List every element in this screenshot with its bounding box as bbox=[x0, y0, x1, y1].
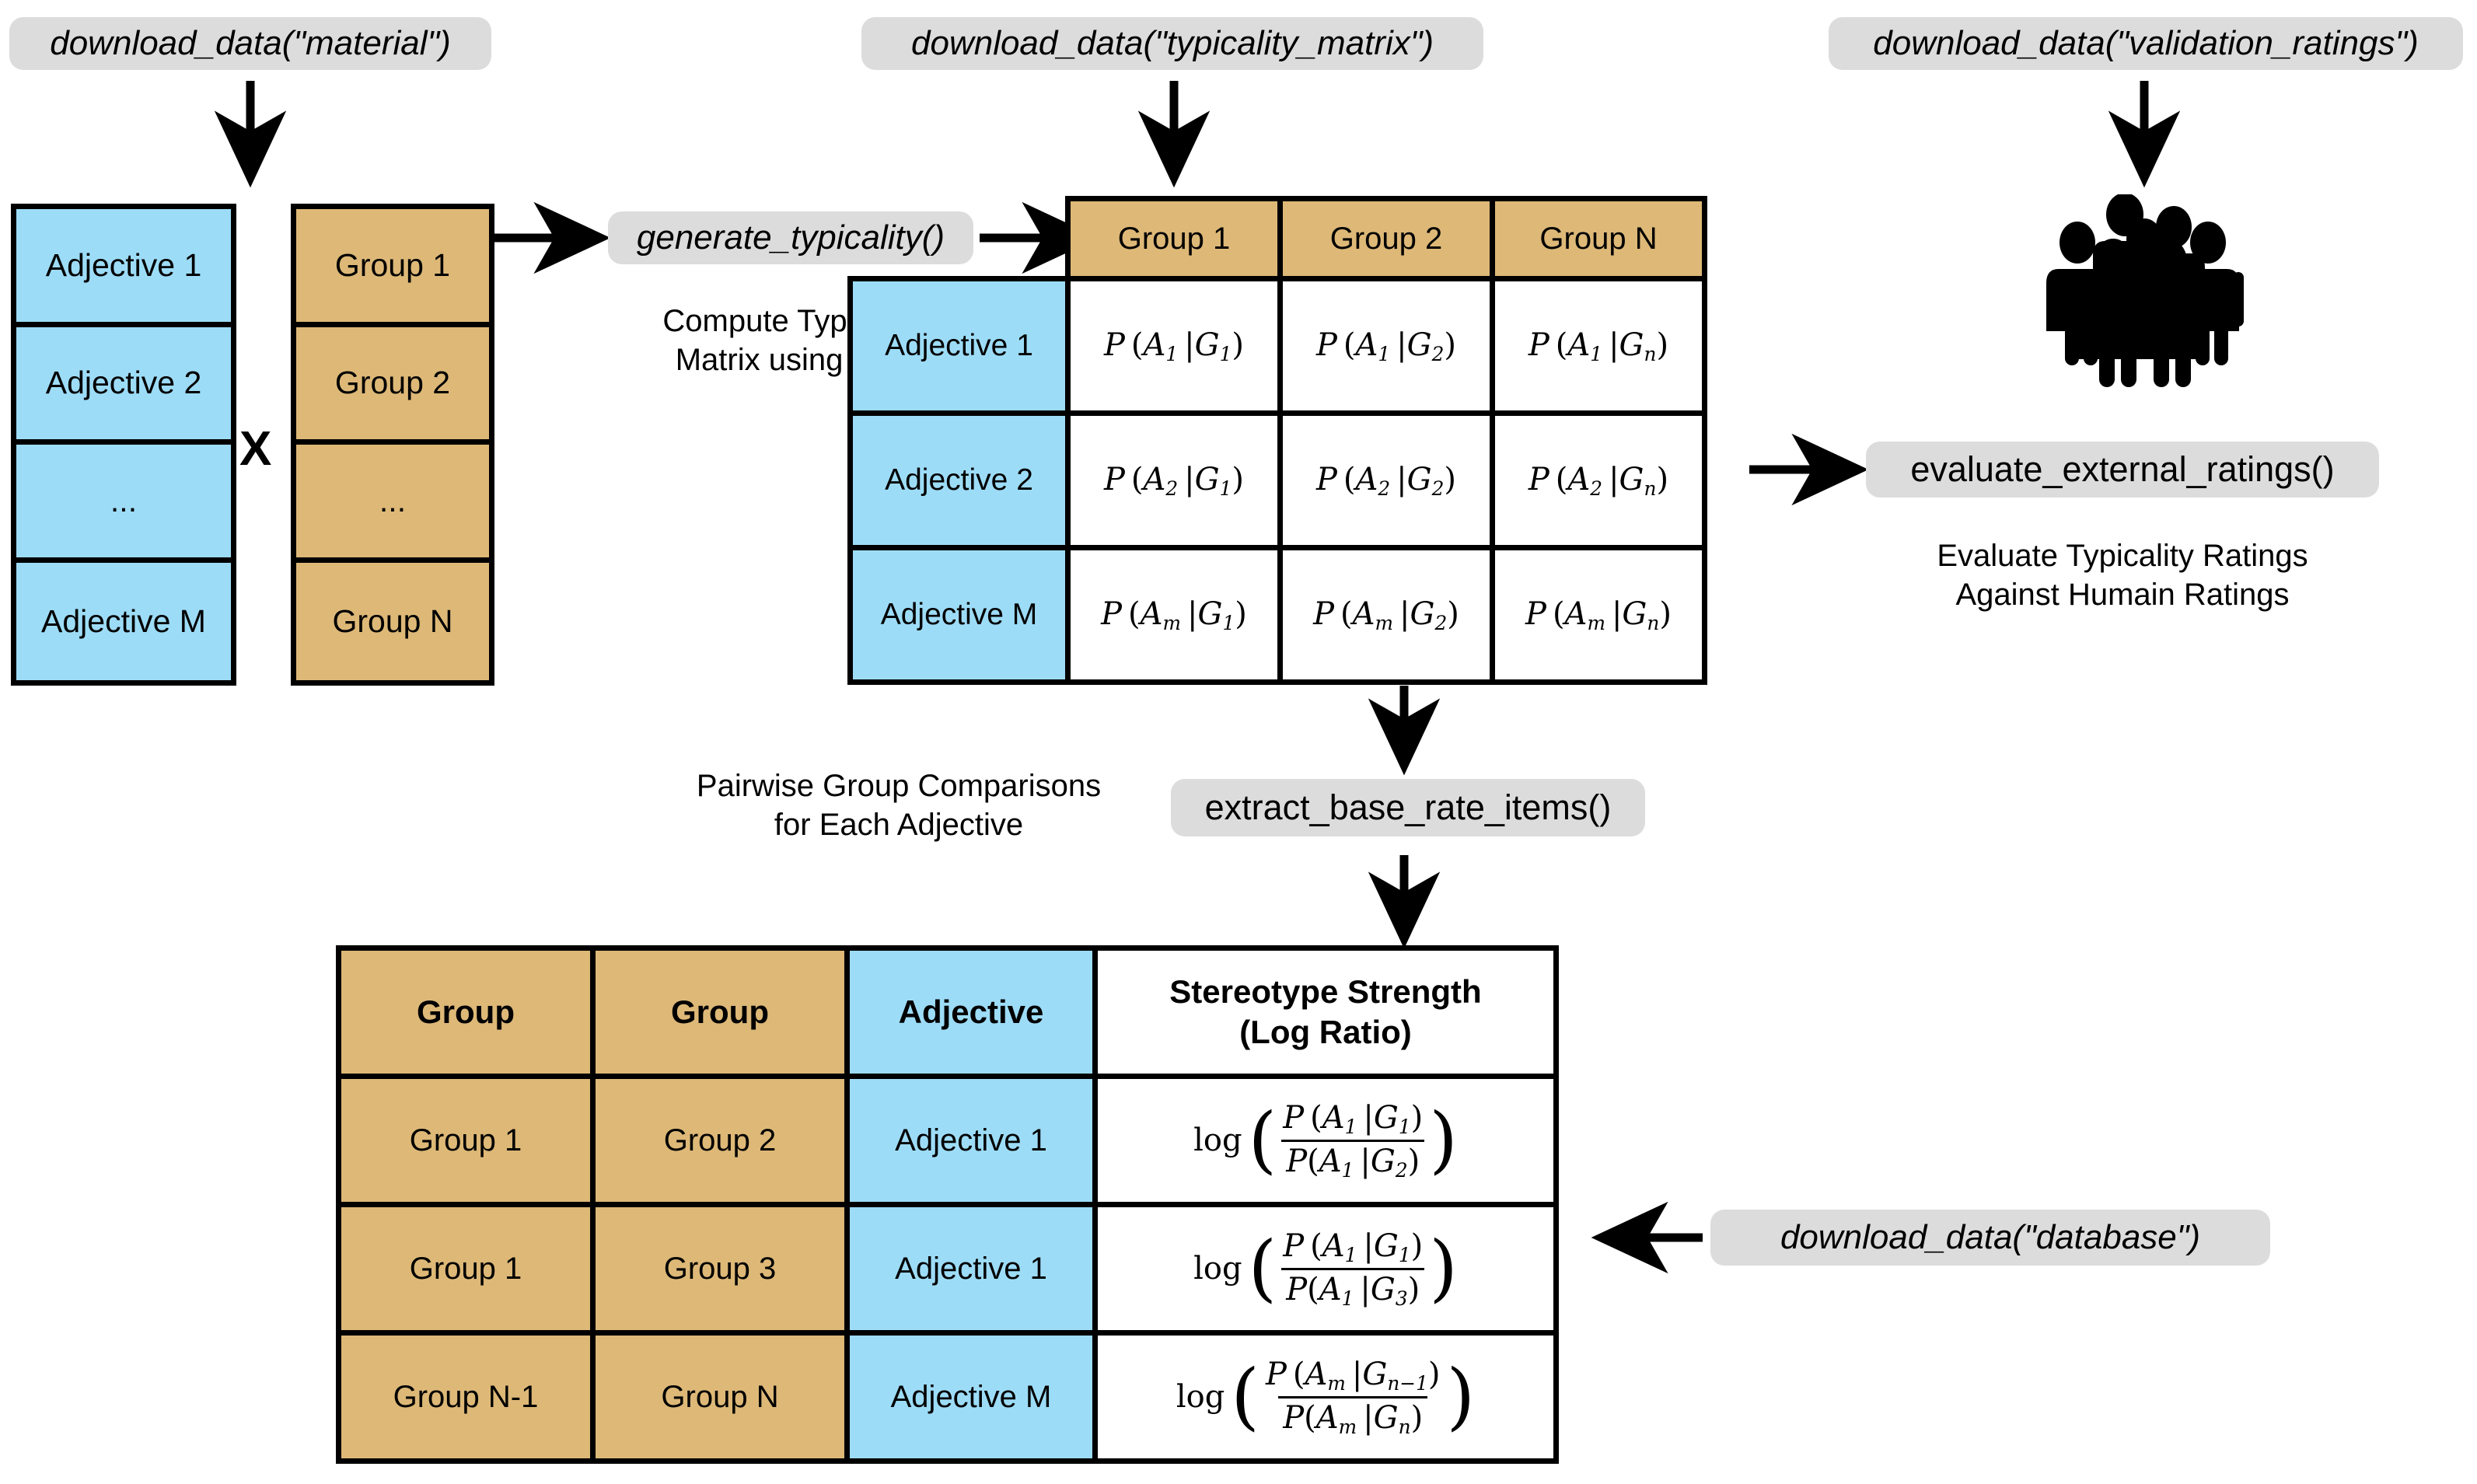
table-cell-formula: log ( P (A1 |G1) P(A1 |G2) ) bbox=[1092, 1074, 1559, 1207]
pill-download-typicality-matrix[interactable]: download_data("typicality_matrix") bbox=[861, 17, 1483, 70]
table-cell-formula: log ( P (Am |Gn−1) P(Am |Gn) ) bbox=[1092, 1330, 1559, 1464]
matrix-col-header: Group N bbox=[1490, 196, 1707, 281]
table-header-cell: Stereotype Strength (Log Ratio) bbox=[1092, 945, 1559, 1079]
table-cell-formula: log ( P (A1 |G1) P(A1 |G3) ) bbox=[1092, 1202, 1559, 1336]
table-cell-group-b: Group N bbox=[590, 1330, 850, 1464]
matrix-row-header: Adjective 2 bbox=[847, 410, 1071, 550]
table-cell-group-a: Group 1 bbox=[336, 1202, 596, 1336]
table-cell-group-a: Group N-1 bbox=[336, 1330, 596, 1464]
adjective-list-item[interactable]: Adjective M bbox=[16, 562, 231, 680]
table-cell-group-b: Group 2 bbox=[590, 1074, 850, 1207]
matrix-cell: P (Am |Gn) bbox=[1490, 545, 1707, 685]
matrix-cell: P (A2 |G2) bbox=[1277, 410, 1495, 550]
matrix-col-header: Group 1 bbox=[1065, 196, 1283, 281]
group-list-item[interactable]: Group 1 bbox=[296, 209, 489, 327]
matrix-cell: P (A2 |Gn) bbox=[1490, 410, 1707, 550]
caption-pairwise-group-comparisons: Pairwise Group Comparisons for Each Adje… bbox=[696, 769, 1102, 842]
table-cell-group-a: Group 1 bbox=[336, 1074, 596, 1207]
table-header-cell: Group bbox=[590, 945, 850, 1079]
pill-extract-base-rate-items[interactable]: extract_base_rate_items() bbox=[1171, 779, 1645, 836]
matrix-cell: P (A1 |Gn) bbox=[1490, 276, 1707, 416]
table-header-cell: Adjective bbox=[844, 945, 1098, 1079]
matrix-cell: P (Am |G1) bbox=[1065, 545, 1283, 685]
table-header-cell: Group bbox=[336, 945, 596, 1079]
adjective-list-item[interactable]: Adjective 2 bbox=[16, 326, 231, 445]
matrix-cell: P (A2 |G1) bbox=[1065, 410, 1283, 550]
group-list-item[interactable]: Group N bbox=[296, 562, 489, 680]
table-cell-adjective: Adjective M bbox=[844, 1330, 1098, 1464]
pill-download-material[interactable]: download_data("material") bbox=[9, 17, 491, 70]
group-list-item-ellipsis: ... bbox=[296, 445, 489, 563]
table-cell-adjective: Adjective 1 bbox=[844, 1074, 1098, 1207]
table-cell-group-b: Group 3 bbox=[590, 1202, 850, 1336]
matrix-row-header: Adjective M bbox=[847, 545, 1071, 685]
cross-product-symbol: X bbox=[239, 422, 272, 476]
matrix-cell: P (A1 |G1) bbox=[1065, 276, 1283, 416]
group-list: Group 1 Group 2 ... Group N bbox=[291, 204, 494, 686]
matrix-col-header: Group 2 bbox=[1277, 196, 1495, 281]
base-rate-table: Group Group Adjective Stereotype Strengt… bbox=[336, 945, 1564, 1474]
people-group-icon bbox=[2021, 193, 2270, 389]
pill-download-validation-ratings[interactable]: download_data("validation_ratings") bbox=[1829, 17, 2463, 70]
matrix-cell: P (A1 |G2) bbox=[1277, 276, 1495, 416]
table-cell-adjective: Adjective 1 bbox=[844, 1202, 1098, 1336]
adjective-list-item-ellipsis: ... bbox=[16, 445, 231, 563]
matrix-row-header: Adjective 1 bbox=[847, 276, 1071, 416]
pill-evaluate-external-ratings[interactable]: evaluate_external_ratings() bbox=[1866, 442, 2379, 498]
typicality-matrix: Group 1 Group 2 Group N Adjective 1 P (A… bbox=[847, 196, 1757, 693]
matrix-cell: P (Am |G2) bbox=[1277, 545, 1495, 685]
pill-generate-typicality[interactable]: generate_typicality() bbox=[608, 211, 973, 264]
pill-download-database[interactable]: download_data("database") bbox=[1710, 1210, 2270, 1266]
caption-evaluate-against-human: Evaluate Typicality Ratings Against Huma… bbox=[1937, 539, 2308, 612]
group-list-item[interactable]: Group 2 bbox=[296, 326, 489, 445]
adjective-list-item[interactable]: Adjective 1 bbox=[16, 209, 231, 327]
adjective-list: Adjective 1 Adjective 2 ... Adjective M bbox=[11, 204, 236, 686]
